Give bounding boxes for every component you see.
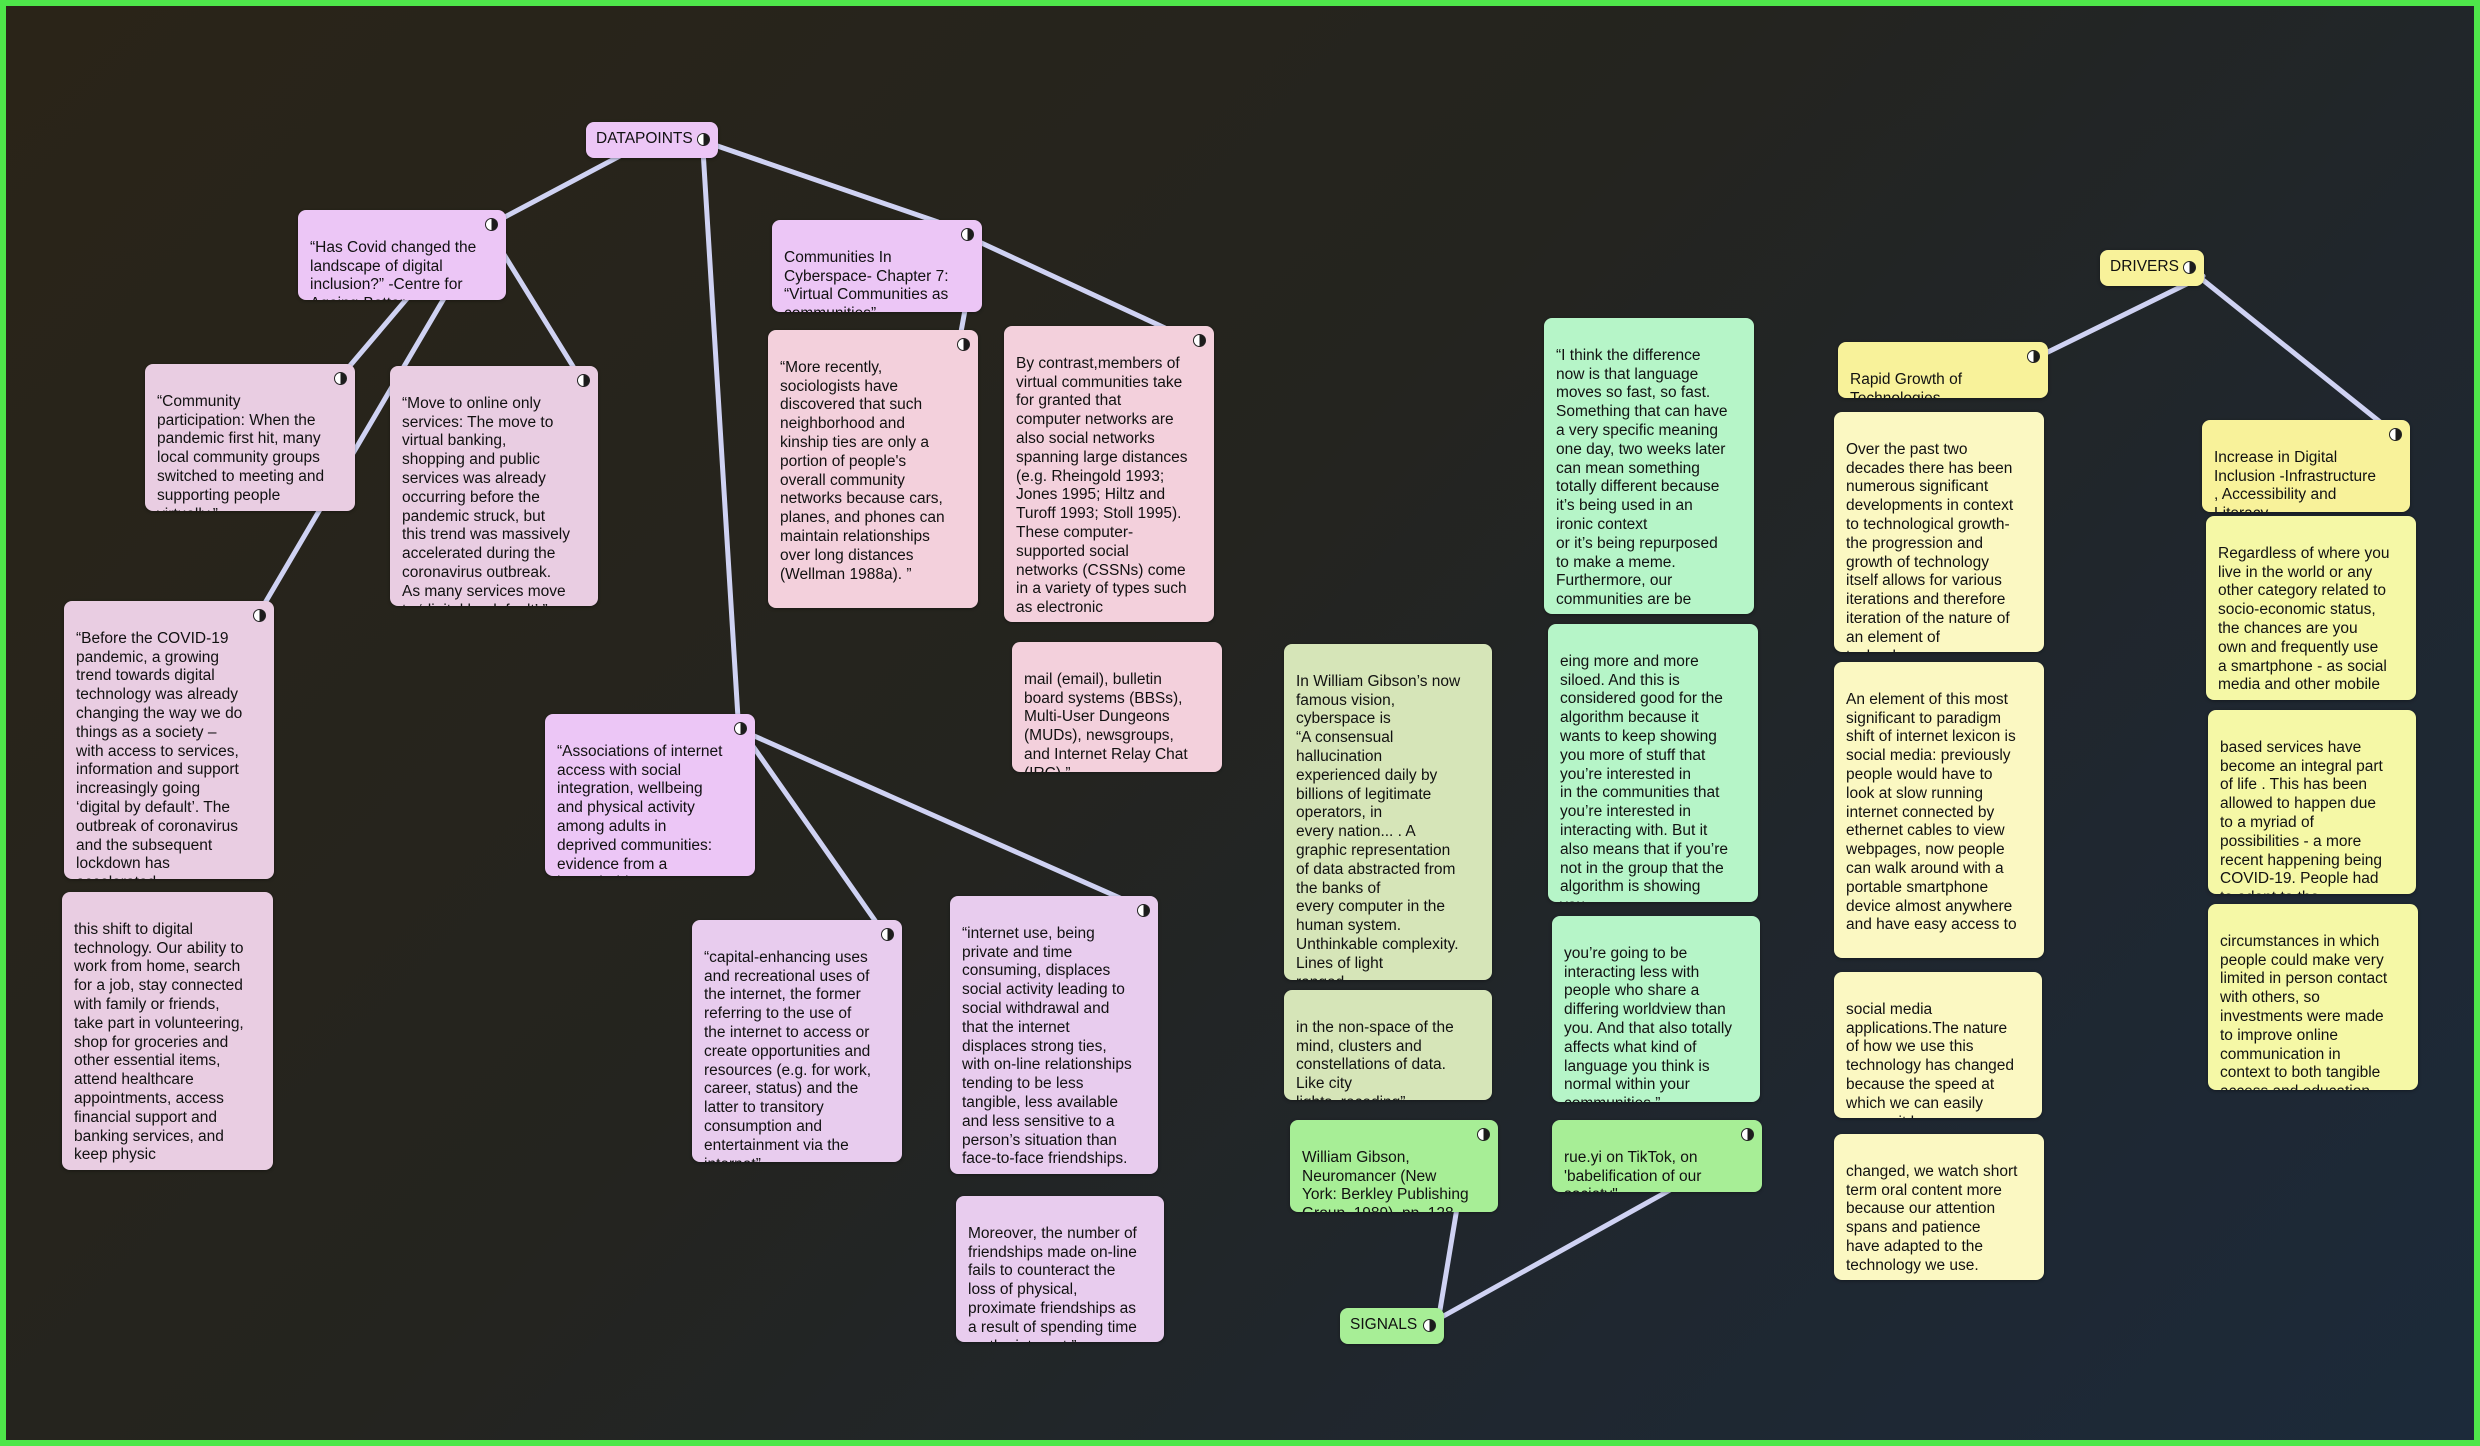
note-communities-source[interactable]: Communities In Cyberspace- Chapter 7: “V… (772, 220, 982, 312)
note-circumstances[interactable]: circumstances in which people could make… (2208, 904, 2418, 1090)
note-mail-bbs[interactable]: mail (email), bulletin board systems (BB… (1012, 642, 1222, 772)
half-moon-icon[interactable] (1477, 1128, 1490, 1141)
note-text: mail (email), bulletin board systems (BB… (1024, 670, 1188, 772)
half-moon-icon[interactable] (2183, 261, 2196, 274)
note-text: “Before the COVID-19 pandemic, a growing… (76, 629, 243, 879)
note-text: circumstances in which people could make… (2220, 932, 2388, 1090)
note-text: “Move to online only services: The move … (402, 394, 570, 606)
note-by-contrast[interactable]: By contrast,members of virtual communiti… (1004, 326, 1214, 622)
note-past-two-decades[interactable]: Over the past two decades there has been… (1834, 412, 2044, 652)
note-text: Regardless of where you live in the worl… (2218, 544, 2390, 694)
note-text: in the non-space of the mind, clusters a… (1296, 1018, 1454, 1100)
note-social-media-apps[interactable]: social media applications.The nature of … (1834, 972, 2042, 1118)
note-tiktok-source[interactable]: rue.yi on TikTok, on 'babelification of … (1552, 1120, 1762, 1192)
drivers-hub[interactable]: DRIVERS (2100, 250, 2204, 286)
half-moon-icon[interactable] (957, 338, 970, 351)
half-moon-icon[interactable] (697, 133, 710, 146)
half-moon-icon[interactable] (485, 218, 498, 231)
note-text: changed, we watch short term oral conten… (1846, 1162, 2018, 1274)
note-text: By contrast,members of virtual communiti… (1016, 354, 1188, 617)
note-before-covid[interactable]: “Before the COVID-19 pandemic, a growing… (64, 601, 274, 879)
half-moon-icon[interactable] (2389, 428, 2402, 441)
note-text: Moreover, the number of friendships made… (968, 1224, 1137, 1342)
note-text: “Has Covid changed the landscape of digi… (310, 238, 477, 300)
note-internet-use[interactable]: “internet use, being private and time co… (950, 896, 1158, 1174)
half-moon-icon[interactable] (2027, 350, 2040, 363)
note-siloed[interactable]: eing more and more siloed. And this is c… (1548, 624, 1758, 902)
signals-hub-label: SIGNALS (1350, 1316, 1418, 1333)
half-moon-icon[interactable] (1193, 334, 1206, 347)
drivers-hub-label: DRIVERS (2110, 258, 2179, 275)
note-paradigm-shift[interactable]: An element of this most significant to p… (1834, 662, 2044, 958)
note-text: “More recently, sociologists have discov… (780, 358, 945, 583)
note-text: this shift to digital technology. Our ab… (74, 920, 244, 1164)
half-moon-icon[interactable] (734, 722, 747, 735)
note-text: Increase in Digital Inclusion -Infrastru… (2214, 448, 2376, 512)
note-covid-source[interactable]: “Has Covid changed the landscape of digi… (298, 210, 506, 300)
half-moon-icon[interactable] (577, 374, 590, 387)
note-text: “internet use, being private and time co… (962, 924, 1132, 1168)
note-regardless[interactable]: Regardless of where you live in the worl… (2206, 516, 2416, 700)
note-community-participation[interactable]: “Community participation: When the pande… (145, 364, 355, 511)
note-oral-content[interactable]: changed, we watch short term oral conten… (1834, 1134, 2044, 1280)
note-text: social media applications.The nature of … (1846, 1000, 2015, 1118)
note-text: “Community participation: When the pande… (157, 392, 325, 511)
note-gibson-vision[interactable]: In William Gibson’s now famous vision, c… (1284, 644, 1492, 980)
note-text: “capital-enhancing uses and recreational… (704, 948, 872, 1162)
note-moreover[interactable]: Moreover, the number of friendships made… (956, 1196, 1164, 1342)
note-integral-part[interactable]: based services have become an integral p… (2208, 710, 2416, 894)
note-text: you’re going to be interacting less with… (1564, 944, 1733, 1102)
note-text: An element of this most significant to p… (1846, 690, 2017, 934)
note-gibson-source[interactable]: William Gibson, Neuromancer (New York: B… (1290, 1120, 1498, 1212)
note-capital-enhancing[interactable]: “capital-enhancing uses and recreational… (692, 920, 902, 1162)
half-moon-icon[interactable] (1423, 1319, 1436, 1332)
half-moon-icon[interactable] (334, 372, 347, 385)
note-text: “I think the difference now is that lang… (1556, 346, 1728, 609)
note-rapid-growth[interactable]: Rapid Growth of Technologies (1838, 342, 2048, 398)
note-language-moves[interactable]: “I think the difference now is that lang… (1544, 318, 1754, 614)
signals-hub[interactable]: SIGNALS (1340, 1308, 1444, 1344)
note-interacting-less[interactable]: you’re going to be interacting less with… (1552, 916, 1760, 1102)
note-associations-source[interactable]: “Associations of internet access with so… (545, 714, 755, 876)
note-digital-inclusion[interactable]: Increase in Digital Inclusion -Infrastru… (2202, 420, 2410, 512)
datapoints-hub-label: DATAPOINTS (596, 130, 693, 147)
half-moon-icon[interactable] (961, 228, 974, 241)
note-move-online[interactable]: “Move to online only services: The move … (390, 366, 598, 606)
note-text: based services have become an integral p… (2220, 738, 2383, 894)
note-text: eing more and more siloed. And this is c… (1560, 652, 1729, 902)
note-text: William Gibson, Neuromancer (New York: B… (1302, 1148, 1469, 1212)
note-more-recently[interactable]: “More recently, sociologists have discov… (768, 330, 978, 608)
note-text: Communities In Cyberspace- Chapter 7: “V… (784, 248, 949, 312)
datapoints-hub[interactable]: DATAPOINTS (586, 122, 718, 158)
half-moon-icon[interactable] (1137, 904, 1150, 917)
note-shift-digital[interactable]: this shift to digital technology. Our ab… (62, 892, 273, 1170)
half-moon-icon[interactable] (881, 928, 894, 941)
note-text: Rapid Growth of Technologies (1850, 370, 1962, 398)
half-moon-icon[interactable] (253, 609, 266, 622)
note-non-space[interactable]: in the non-space of the mind, clusters a… (1284, 990, 1492, 1100)
note-text: In William Gibson’s now famous vision, c… (1296, 672, 1461, 980)
note-text: “Associations of internet access with so… (557, 742, 723, 876)
half-moon-icon[interactable] (1741, 1128, 1754, 1141)
note-text: Over the past two decades there has been… (1846, 440, 2014, 652)
note-text: rue.yi on TikTok, on 'babelification of … (1564, 1148, 1702, 1192)
